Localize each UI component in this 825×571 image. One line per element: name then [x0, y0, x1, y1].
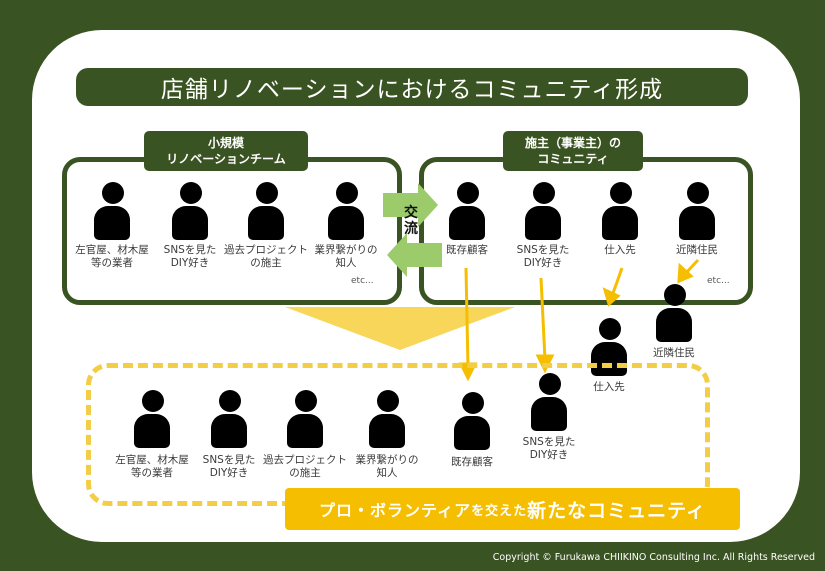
left-member-3-label: 過去プロジェクト の施主	[221, 244, 311, 270]
new-member-2-label: SNSを見た DIY好き	[189, 454, 269, 480]
exchange-label-line1: 交	[404, 205, 418, 221]
person-icon	[600, 182, 640, 242]
right-member-1-line1: 既存顧客	[446, 244, 488, 256]
person-icon	[589, 318, 629, 378]
person-icon	[447, 182, 487, 242]
new-member-3-line1: 過去プロジェクト	[263, 454, 347, 466]
new-member-1-line2: 等の業者	[131, 467, 173, 479]
new-member-6-line1: SNSを見た	[522, 436, 576, 448]
left-member-1-line1: 左官屋、材木屋	[75, 244, 149, 256]
diagram-title: 店舗リノベーションにおけるコミュニティ形成	[76, 68, 748, 106]
person-icon	[326, 182, 366, 242]
new-community-banner: プロ・ボランティアを交えた新たなコミュニティ	[285, 488, 740, 530]
person-icon	[523, 182, 563, 242]
left-group-etc: etc...	[351, 276, 374, 286]
left-member-2-line1: SNSを見た	[163, 244, 217, 256]
person-icon	[452, 392, 492, 452]
new-member-6-line2: DIY好き	[529, 449, 569, 461]
new-member-1-label: 左官屋、材木屋 等の業者	[102, 454, 202, 480]
person-icon	[285, 390, 325, 450]
person-icon	[654, 284, 694, 344]
left-member-4-line2: 知人	[335, 257, 357, 269]
left-member-4-line1: 業界繋がりの	[314, 244, 378, 256]
right-member-4-label: 近隣住民	[662, 244, 732, 257]
person-icon	[132, 390, 172, 450]
new-member-5-line1: 既存顧客	[451, 456, 493, 468]
exchange-label: 交 流	[397, 205, 425, 237]
new-member-2-line1: SNSを見た	[202, 454, 256, 466]
banner-part3: 新たなコミュニティ	[527, 499, 706, 522]
right-group-etc: etc...	[707, 276, 730, 286]
left-member-2-label: SNSを見た DIY好き	[150, 244, 230, 270]
left-member-1-line2: 等の業者	[91, 257, 133, 269]
right-member-2-line2: DIY好き	[523, 257, 563, 269]
new-member-4-label: 業界繋がりの 知人	[345, 454, 429, 480]
person-icon	[209, 390, 249, 450]
person-icon	[170, 182, 210, 242]
copyright-text: Copyright © Furukawa CHIIKINO Consulting…	[492, 552, 815, 563]
new-member-6-label: SNSを見た DIY好き	[509, 436, 589, 462]
exchange-label-line2: 流	[404, 221, 418, 237]
left-member-4-label: 業界繋がりの 知人	[306, 244, 386, 270]
outside-supplier-label: 仕入先	[593, 381, 625, 393]
left-group-label: 小規模 リノベーションチーム	[144, 131, 308, 171]
left-member-2-line2: DIY好き	[170, 257, 210, 269]
left-member-3-line2: の施主	[250, 257, 282, 269]
person-icon	[677, 182, 717, 242]
left-group-label-line1: 小規模	[207, 136, 244, 150]
right-group-label: 施主（事業主）の コミュニティ	[503, 131, 643, 171]
right-group-label-line1: 施主（事業主）の	[524, 136, 621, 150]
right-group-label-line2: コミュニティ	[537, 152, 609, 166]
right-member-4-line1: 近隣住民	[676, 244, 718, 256]
banner-part2: を交えた	[471, 503, 528, 519]
new-member-5-label: 既存顧客	[437, 456, 507, 469]
left-group-label-line2: リノベーションチーム	[166, 152, 286, 166]
person-icon	[92, 182, 132, 242]
person-icon	[367, 390, 407, 450]
new-member-1-line1: 左官屋、材木屋	[115, 454, 189, 466]
new-member-3-line2: の施主	[289, 467, 321, 479]
left-member-1-label: 左官屋、材木屋 等の業者	[62, 244, 162, 270]
outside-neighbor-label: 近隣住民	[653, 347, 695, 359]
right-member-1-label: 既存顧客	[432, 244, 502, 257]
new-member-3-label: 過去プロジェクト の施主	[259, 454, 351, 480]
person-icon	[246, 182, 286, 242]
new-member-2-line2: DIY好き	[209, 467, 249, 479]
right-member-2-line1: SNSを見た	[516, 244, 570, 256]
banner-part1: プロ・ボランティア	[319, 501, 472, 520]
person-icon	[529, 373, 569, 433]
right-member-2-label: SNSを見た DIY好き	[503, 244, 583, 270]
new-member-4-line1: 業界繋がりの	[355, 454, 419, 466]
left-member-3-line1: 過去プロジェクト	[224, 244, 308, 256]
right-member-3-line1: 仕入先	[604, 244, 636, 256]
right-member-3-label: 仕入先	[590, 244, 650, 257]
new-member-4-line2: 知人	[376, 467, 398, 479]
